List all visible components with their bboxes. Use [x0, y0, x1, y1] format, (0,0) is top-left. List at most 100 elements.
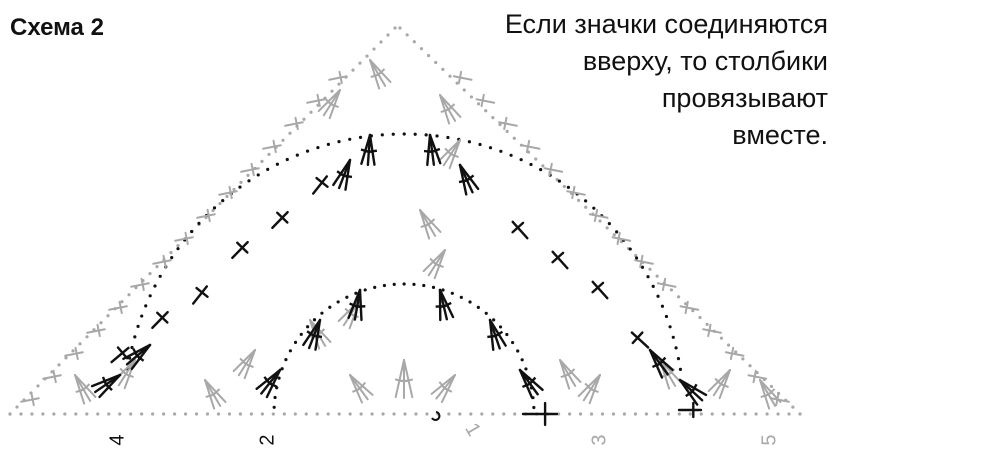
chain-stitch-dot: [798, 412, 802, 416]
chain-stitch-dot: [315, 412, 319, 416]
chain-stitch-dot: [293, 412, 297, 416]
chain-stitch-dot: [172, 412, 177, 416]
chain-stitch-dot: [225, 194, 229, 199]
chain-stitch-dot: [320, 311, 324, 315]
chain-stitch-dot: [183, 412, 188, 416]
single-crochet-symbol: [284, 116, 304, 131]
row-number-label: 4: [106, 434, 128, 445]
double-crochet-cluster-symbol: [577, 374, 601, 405]
chain-stitch-dot: [562, 184, 566, 189]
chain-stitch-dot: [271, 412, 275, 416]
single-crochet-symbol: [543, 162, 564, 177]
double-crochet-cluster-symbol: [90, 373, 122, 399]
chain-stitch-dot: [669, 288, 674, 292]
chain-stitch-dot: [688, 412, 692, 416]
chain-stitch-dot: [212, 206, 217, 210]
chain-stitch-dot: [96, 412, 100, 416]
chain-stitch-dot: [140, 314, 144, 318]
double-crochet-cluster-symbol: [458, 163, 480, 196]
chain-stitch-dot: [676, 295, 681, 299]
chain-stitch-dot: [734, 350, 738, 354]
chain-stitch-dot: [153, 284, 157, 288]
chain-stitch-dot: [106, 314, 110, 318]
chain-stitch-dot: [218, 201, 222, 206]
chain-stitch-dot: [309, 110, 313, 114]
chain-stitch-dot: [238, 412, 243, 416]
chain-stitch-dot: [36, 384, 40, 388]
chain-stitch-dot: [446, 135, 450, 140]
chain-stitch-dot: [534, 157, 538, 161]
note-line-1: Если значки соединяются: [504, 9, 828, 39]
chain-stitch-dot: [605, 226, 609, 230]
single-crochet-symbol: [475, 93, 496, 108]
chain-stitch-dot: [699, 412, 703, 416]
chain-stitch-dot: [567, 412, 572, 416]
chain-stitch-dot: [52, 412, 56, 416]
single-crochet-symbol: [677, 401, 703, 419]
single-crochet-symbol: [747, 369, 768, 384]
single-crochet-symbol: [591, 280, 609, 300]
chain-stitch-dot: [615, 230, 619, 234]
row-number-label: 3: [588, 434, 610, 445]
chain-stitch-dot: [71, 349, 75, 353]
chain-stitch-dot: [281, 138, 285, 142]
chain-stitch-dot: [285, 157, 289, 162]
chain-stitch-dot: [492, 318, 496, 322]
chain-stitch-dot: [668, 325, 672, 329]
single-crochet-symbol: [108, 300, 128, 315]
chain-stitch-dot: [480, 412, 484, 416]
chain-stitch-dot: [741, 357, 745, 361]
single-crochet-symbol: [520, 139, 541, 154]
double-crochet-cluster-symbol: [430, 374, 456, 404]
chain-stitch-dot: [170, 256, 174, 260]
chain-stitch-dot: [382, 283, 387, 288]
chain-stitch-dot: [787, 412, 791, 416]
single-crochet-symbol: [724, 346, 745, 361]
chain-stitch-dot: [158, 274, 162, 278]
chain-stitch-dot: [78, 342, 82, 346]
single-crochet-symbol: [551, 250, 569, 270]
chain-stitch-dot: [584, 205, 588, 209]
chain-stitch-dot: [705, 322, 709, 326]
double-crochet-cluster-symbol: [232, 349, 256, 380]
single-crochet-symbol: [271, 210, 289, 230]
chain-stitch-dot: [293, 340, 298, 344]
chain-stitch-dot: [133, 335, 137, 339]
double-crochet-cluster-symbol: [648, 348, 674, 379]
chain-stitch-dot: [769, 384, 774, 389]
chain-stitch-dot: [726, 343, 731, 347]
chain-stitch-dot: [211, 208, 215, 213]
chain-stitch-dot: [176, 247, 180, 251]
chain-stitch-dot: [247, 179, 251, 183]
chain-stitch-dot: [392, 282, 396, 286]
chain-stitch-dot: [363, 288, 367, 292]
chain-stitch-dot: [312, 318, 317, 322]
chain-stitch-dot: [249, 412, 253, 416]
single-crochet-symbol: [86, 323, 106, 338]
chain-stitch-dot: [176, 243, 180, 248]
chain-stitch-dot: [459, 295, 463, 299]
chain-stitch-dot: [337, 140, 341, 144]
chain-stitch-dot: [598, 219, 602, 223]
chain-stitch-dot: [710, 412, 714, 416]
chain-stitch-dot: [345, 295, 349, 299]
double-crochet-cluster-symbol: [112, 359, 136, 390]
chain-stitch-dot: [721, 412, 725, 416]
chain-stitch-dot: [498, 325, 503, 329]
double-crochet-cluster-symbol: [678, 378, 708, 406]
chain-stitch-dot: [151, 412, 155, 416]
chain-stitch-dot: [648, 267, 652, 271]
chain-stitch-dot: [337, 412, 341, 416]
double-crochet-cluster-symbol: [419, 209, 442, 240]
chain-stitch-dot: [326, 142, 331, 146]
double-crochet-cluster-symbol: [255, 368, 282, 399]
chain-stitch-dot: [306, 325, 310, 329]
chain-stitch-dot: [275, 162, 279, 166]
row-number-label: 1: [460, 419, 485, 440]
single-crochet-symbol: [152, 254, 172, 269]
chain-stitch-dot: [140, 412, 144, 416]
chain-stitch-dot: [600, 412, 605, 416]
chain-stitch-dot: [698, 315, 702, 320]
chain-stitch-dot: [578, 412, 583, 416]
chain-stitch-dot: [288, 131, 292, 135]
